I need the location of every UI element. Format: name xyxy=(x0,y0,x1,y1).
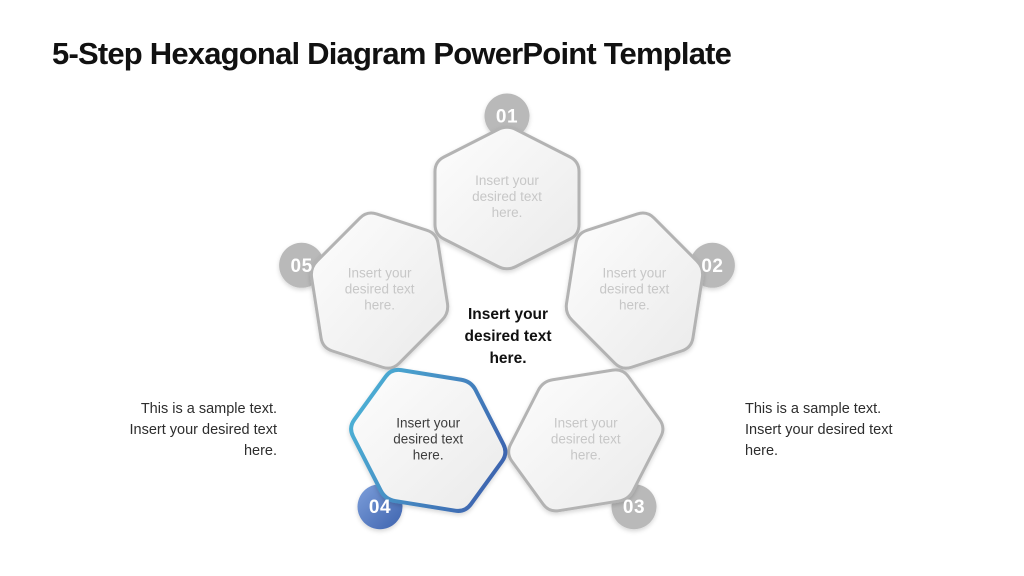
diagram-center-placeholder: Insert your desired text here. xyxy=(464,306,552,367)
step-number-label: 04 xyxy=(369,497,391,518)
step-number-badge xyxy=(484,93,530,139)
slide-title: 5-Step Hexagonal Diagram PowerPoint Temp… xyxy=(52,36,732,71)
step-number-label: 01 xyxy=(496,107,518,128)
step-number-label: 02 xyxy=(701,256,723,277)
hexagon-shape xyxy=(507,368,665,513)
hexagon-shape xyxy=(433,125,581,271)
step-number-label: 05 xyxy=(291,256,313,277)
hexagon-shape xyxy=(564,211,705,370)
step-number-label: 03 xyxy=(623,497,645,518)
hexagon-shape xyxy=(349,367,508,513)
right-annotation-text: This is a sample text. Insert your desir… xyxy=(745,401,893,460)
left-annotation-text: This is a sample text. Insert your desir… xyxy=(129,401,278,460)
hexagon-shape xyxy=(309,211,450,370)
